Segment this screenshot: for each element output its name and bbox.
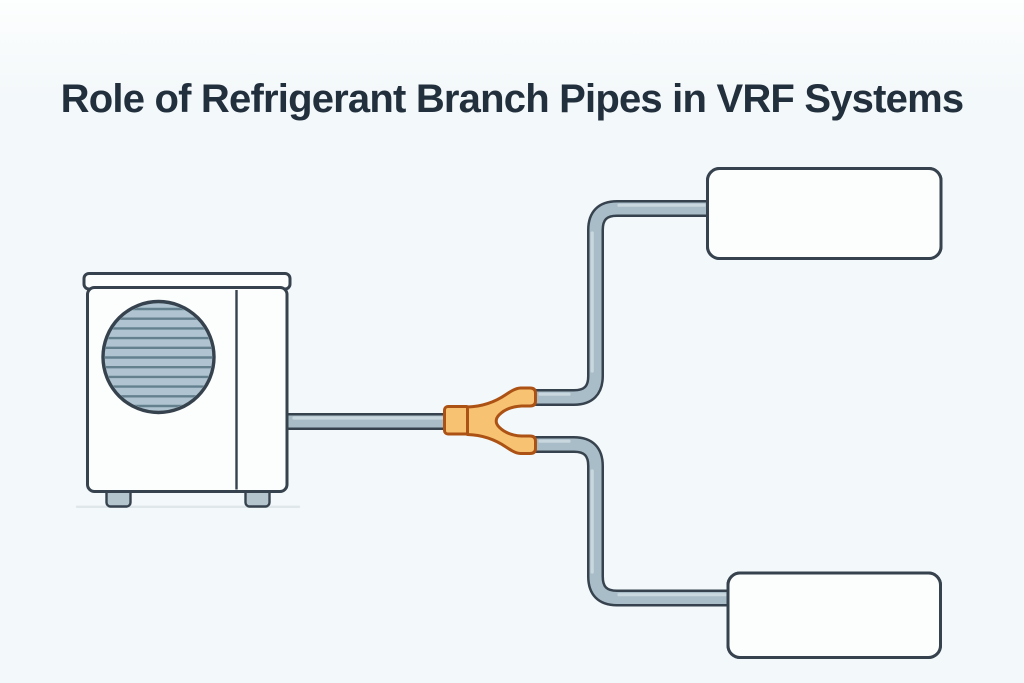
- upper-branch-pipe: [534, 200, 712, 406]
- page-title: Role of Refrigerant Branch Pipes in VRF …: [60, 77, 964, 121]
- indoor-unit-top: [706, 167, 943, 260]
- main-refrigerant-pipe: [284, 413, 450, 430]
- branch-fork-body: [466, 386, 537, 455]
- outdoor-unit: [82, 272, 292, 508]
- refrigerant-branch-joint: [443, 386, 537, 455]
- lower-branch-pipe: [534, 436, 733, 607]
- fan-grille: [101, 299, 216, 415]
- indoor-unit-bottom: [726, 571, 942, 659]
